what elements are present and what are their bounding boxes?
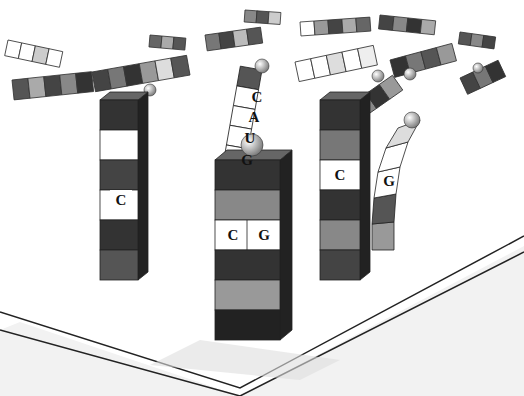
base-letter: G <box>383 174 395 189</box>
base-letter: C <box>228 228 239 243</box>
base-letter: C <box>252 90 263 105</box>
base-letter: U <box>245 131 256 146</box>
base-letter: A <box>249 110 260 125</box>
base-letter: G <box>241 153 253 168</box>
base-letter: C <box>116 193 127 208</box>
base-letter: G <box>258 228 270 243</box>
base-letter: C <box>335 168 346 183</box>
